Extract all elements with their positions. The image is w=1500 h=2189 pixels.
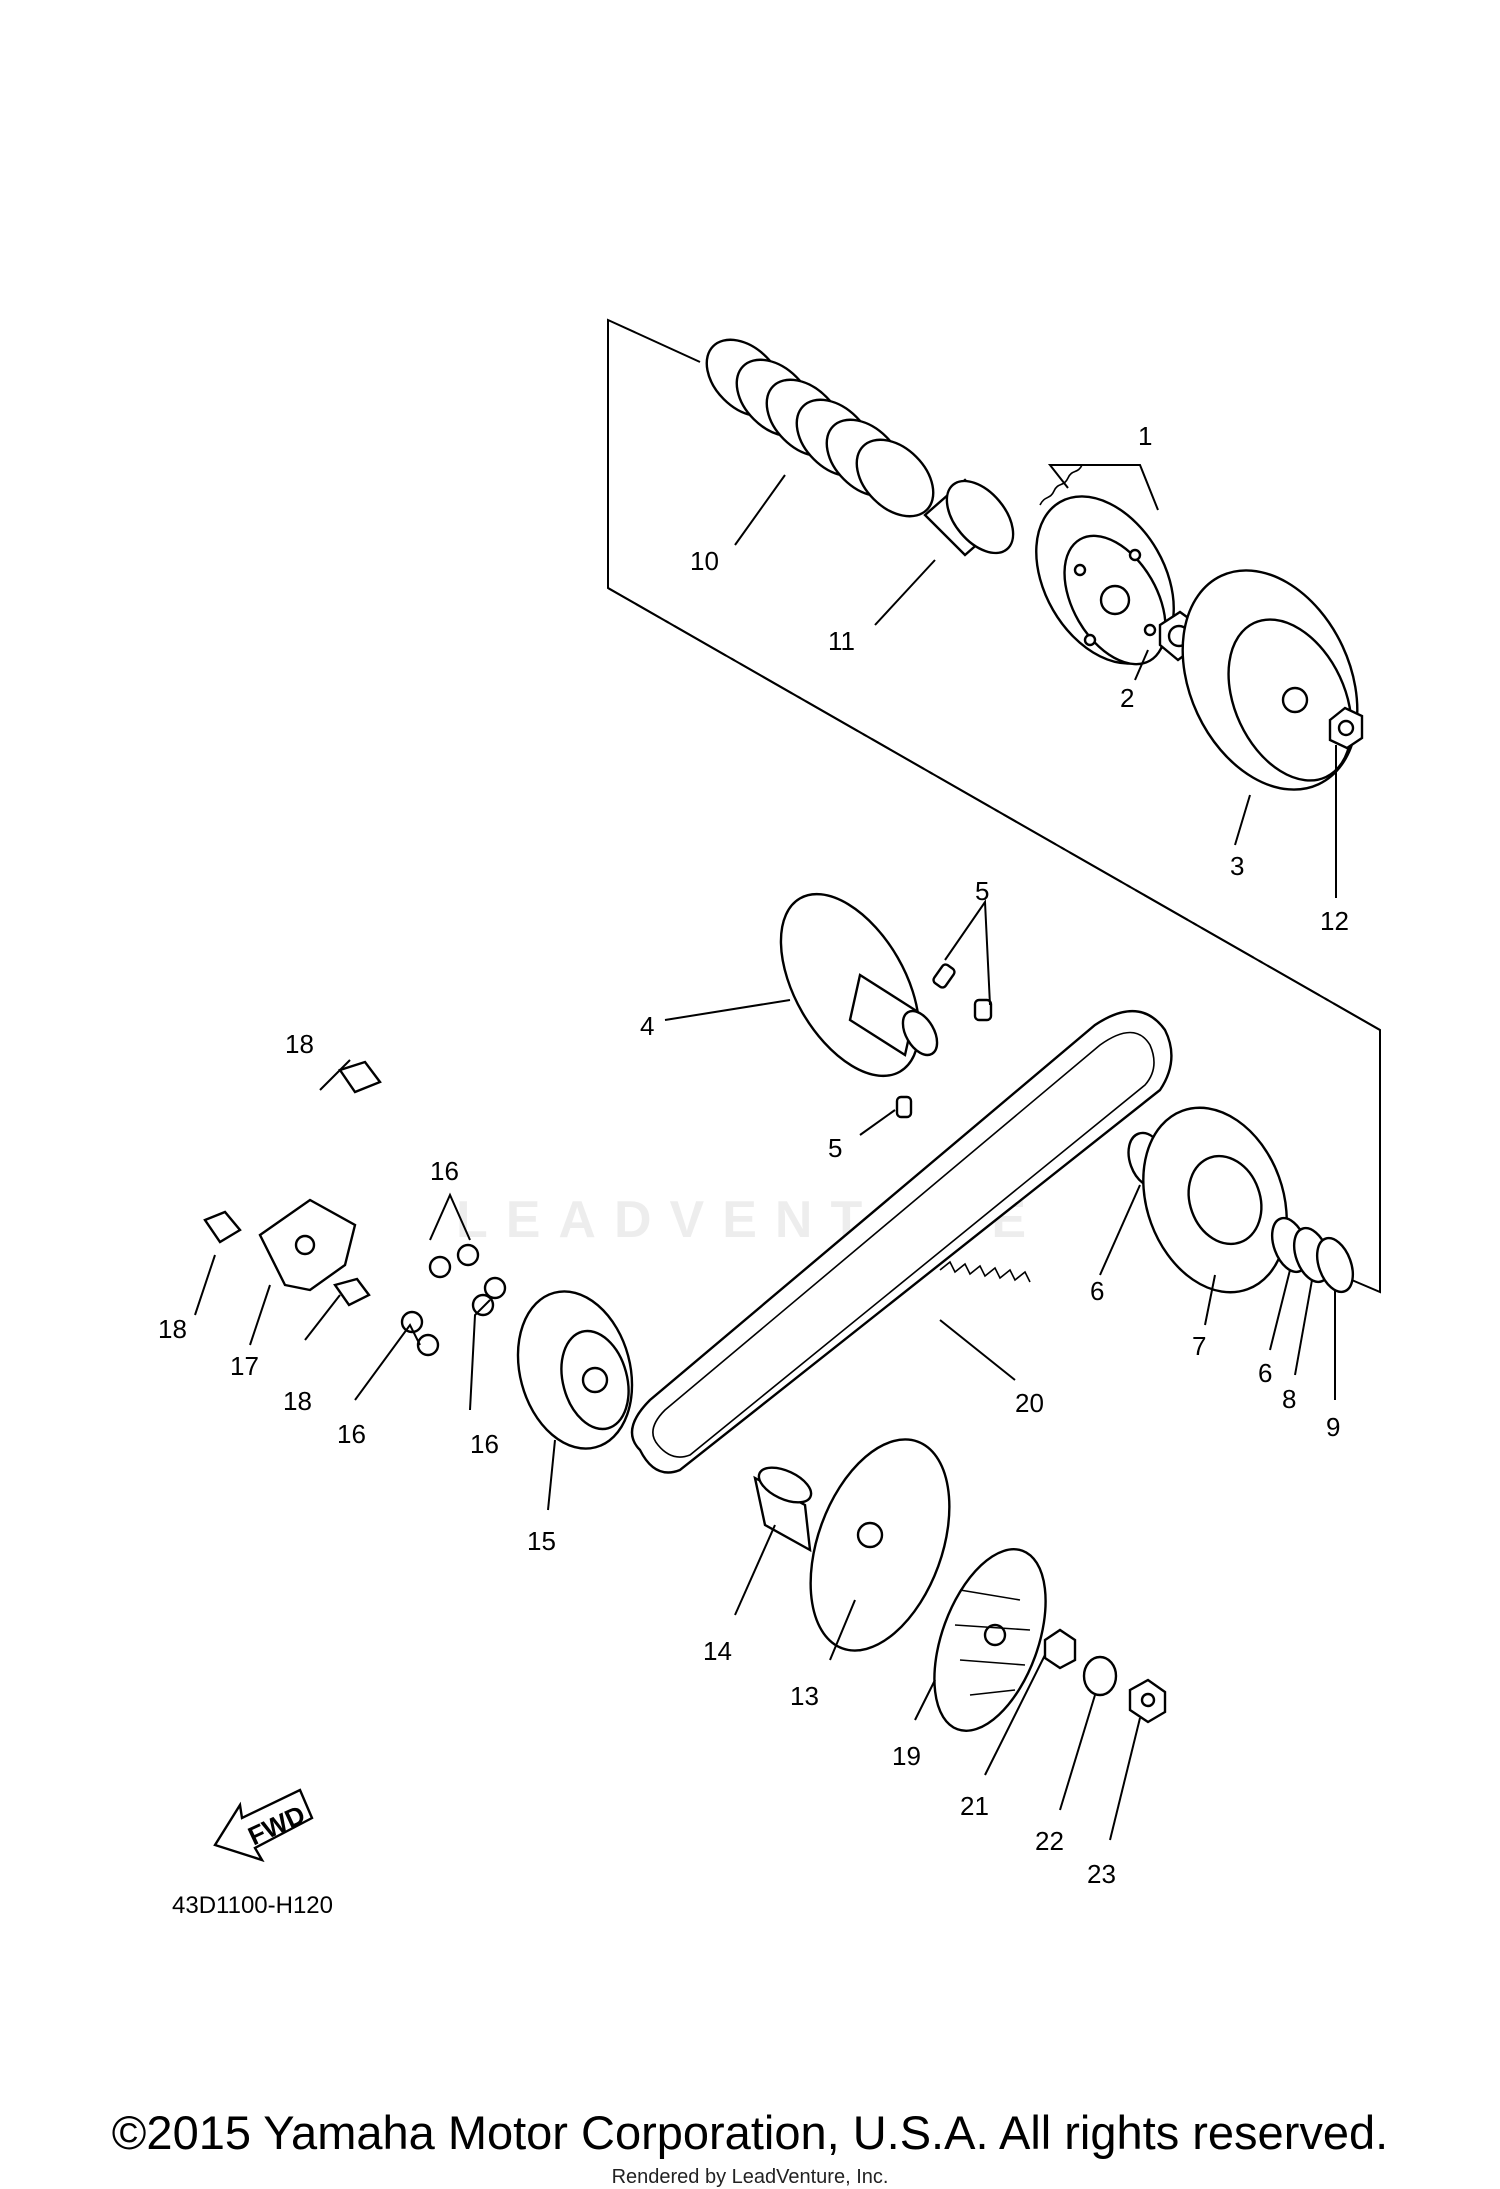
callout-16-right: 16: [470, 1429, 499, 1459]
callout-4: 4: [640, 1011, 654, 1041]
part-19-fan: [933, 1548, 1047, 1732]
part-13-fixed-sheave: [809, 1438, 951, 1652]
callout-13: 13: [790, 1681, 819, 1711]
part-22-plain-washer: [1082, 1655, 1118, 1697]
part-16-weights: [400, 1243, 507, 1357]
part-10-spring: [705, 338, 935, 518]
part-17-cam: [258, 1198, 357, 1292]
callout-23: 23: [1087, 1859, 1116, 1889]
part-15-primary-sliding-sheave: [516, 1290, 634, 1450]
copyright-notice: ©2015 Yamaha Motor Corporation, U.S.A. A…: [111, 2106, 1389, 2159]
part-9-oil-seal: [1315, 1236, 1355, 1294]
callout-5-upper: 5: [975, 876, 989, 906]
callout-18-bottom: 18: [283, 1386, 312, 1416]
callout-20: 20: [1015, 1388, 1044, 1418]
leader-lines: [194, 464, 1337, 1841]
callout-21: 21: [960, 1791, 989, 1821]
callout-16-left: 16: [337, 1419, 366, 1449]
part-11-collar: [923, 478, 1015, 557]
callout-10: 10: [690, 546, 719, 576]
callout-7: 7: [1192, 1331, 1206, 1361]
part-18-slider-a: [338, 1060, 382, 1094]
callout-2: 2: [1120, 683, 1134, 713]
callout-8: 8: [1282, 1384, 1296, 1414]
callout-1: 1: [1138, 421, 1152, 451]
part-20-v-belt: [630, 1010, 1173, 1474]
part-7-fixed-sheave: [1142, 1106, 1288, 1294]
diagram-code: 43D1100-H120: [172, 1892, 333, 1919]
callout-22: 22: [1035, 1826, 1064, 1856]
callout-6-lower: 6: [1258, 1358, 1272, 1388]
callout-labels: 1 2 3 12 10 11 4 5 5 6 7 6 8 9 20 18 18 …: [158, 421, 1349, 1889]
assembly-frame: [607, 318, 1381, 1294]
callout-3: 3: [1230, 851, 1244, 881]
callout-17: 17: [230, 1351, 259, 1381]
callout-12: 12: [1320, 906, 1349, 936]
part-14-collar: [753, 1466, 813, 1553]
callout-18-top: 18: [285, 1029, 314, 1059]
callout-6-upper: 6: [1090, 1276, 1104, 1306]
part-12-nut: [1328, 706, 1364, 750]
part-21-washer: [1043, 1628, 1077, 1670]
callout-18-left: 18: [158, 1314, 187, 1344]
callout-14: 14: [703, 1636, 732, 1666]
fwd-arrow-icon: FWD: [213, 1788, 314, 1863]
part-4-sliding-sheave: [779, 892, 939, 1078]
callout-5-lower: 5: [828, 1133, 842, 1163]
rendered-by-notice: Rendered by LeadVenture, Inc.: [611, 2166, 889, 2188]
callout-19: 19: [892, 1741, 921, 1771]
part-1-clutch-carrier: [1035, 464, 1175, 666]
callout-15: 15: [527, 1526, 556, 1556]
callout-16-top: 16: [430, 1156, 459, 1186]
part-3-clutch-housing: [1181, 569, 1359, 791]
part-18-slider-c: [333, 1277, 371, 1307]
callout-9: 9: [1326, 1412, 1340, 1442]
part-23-nut: [1128, 1678, 1167, 1724]
part-18-slider-b: [203, 1210, 242, 1244]
callout-11: 11: [828, 626, 855, 656]
part-5-pins: [895, 963, 993, 1119]
